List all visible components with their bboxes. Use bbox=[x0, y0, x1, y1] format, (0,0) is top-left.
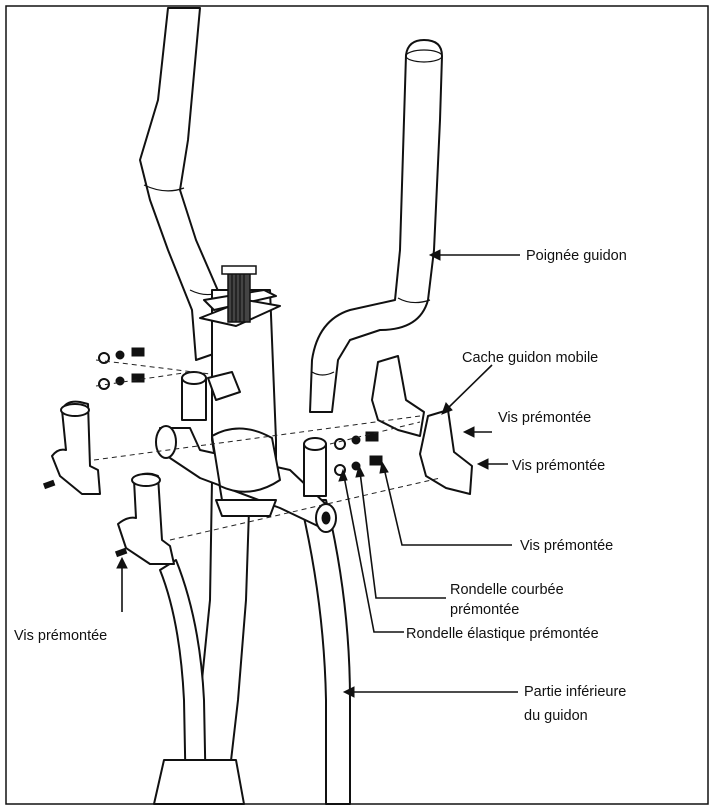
left-hardware bbox=[42, 347, 145, 558]
leader-lines bbox=[116, 249, 520, 698]
right-clamp-upper bbox=[371, 355, 425, 437]
left-handlebar-tube bbox=[139, 7, 226, 361]
left-clamp-lower bbox=[117, 472, 175, 565]
label-poignee-guidon: Poignée guidon bbox=[526, 248, 627, 264]
right-clamp-lower bbox=[419, 409, 473, 495]
lower-handlebar-tube bbox=[153, 479, 351, 805]
pivot-stubs bbox=[181, 371, 327, 497]
label-cache-guidon-mobile: Cache guidon mobile bbox=[462, 350, 598, 366]
label-vis-premontee-left: Vis prémontée bbox=[14, 628, 107, 644]
label-vis-premontee-2: Vis prémontée bbox=[512, 458, 605, 474]
label-rondelle-courbee-line2: prémontée bbox=[450, 602, 519, 618]
label-partie-inferieure-line2: du guidon bbox=[524, 708, 588, 724]
label-vis-premontee-1: Vis prémontée bbox=[498, 410, 591, 426]
label-rondelle-courbee-line1: Rondelle courbée bbox=[450, 582, 564, 598]
pivot-shaft bbox=[155, 425, 337, 533]
diagram-border bbox=[5, 5, 709, 805]
left-clamp-upper bbox=[51, 400, 101, 495]
right-hardware bbox=[334, 431, 383, 476]
label-rondelle-elastique: Rondelle élastique prémontée bbox=[406, 626, 599, 642]
alignment-lines bbox=[93, 359, 441, 541]
label-partie-inferieure-line1: Partie inférieure bbox=[524, 684, 626, 700]
label-vis-premontee-3: Vis prémontée bbox=[520, 538, 613, 554]
handlebar-grip bbox=[309, 39, 443, 413]
